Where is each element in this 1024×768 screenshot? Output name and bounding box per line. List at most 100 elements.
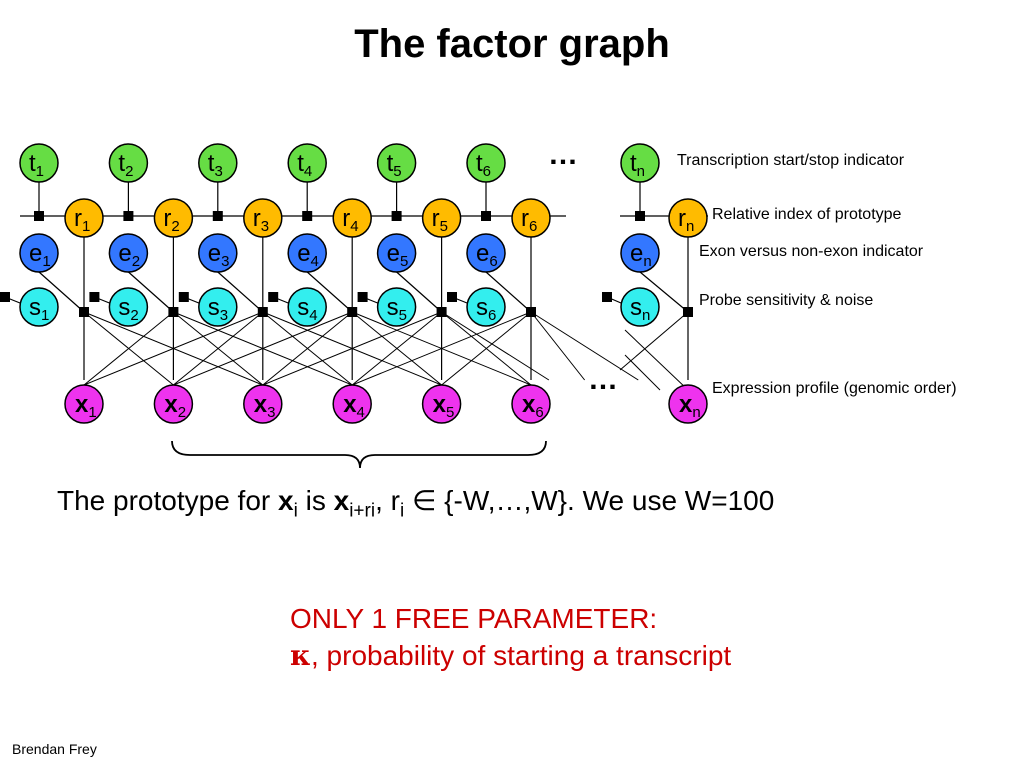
edge	[396, 271, 442, 313]
node-t-2: t2	[108, 143, 149, 183]
node-label: rn	[678, 205, 694, 235]
node-e-n: en	[620, 233, 660, 273]
node-label: s6	[476, 294, 496, 324]
edge	[217, 271, 264, 313]
edge	[83, 311, 174, 386]
node-label: x5	[433, 391, 455, 421]
node-t-6: t6	[466, 143, 506, 183]
node-e-1: e1	[19, 233, 59, 273]
node-e-6: e6	[466, 233, 506, 273]
node-label: s3	[208, 294, 228, 324]
edge	[262, 311, 353, 386]
node-t-3: t3	[198, 143, 238, 183]
brace	[171, 440, 547, 469]
noise-prior-factor	[89, 292, 100, 302]
node-label: r1	[74, 205, 90, 235]
node-s-6: s6	[466, 287, 506, 327]
transition-factor	[34, 211, 44, 221]
node-s-2: s2	[108, 287, 149, 327]
transition-factor	[123, 211, 134, 221]
edge	[485, 271, 532, 313]
edge	[173, 311, 353, 386]
node-x-3: x3	[243, 384, 283, 424]
edge	[38, 271, 85, 313]
node-x-2: x2	[153, 384, 194, 424]
observation-factor	[257, 307, 268, 317]
transition-factor	[212, 211, 223, 221]
node-label: r2	[163, 205, 179, 235]
node-x-1: x1	[64, 384, 104, 424]
node-label: tn	[630, 150, 645, 180]
node-label: r5	[432, 205, 448, 235]
node-label: x3	[254, 391, 276, 421]
label-s: Probe sensitivity & noise	[699, 292, 874, 309]
node-label: t3	[208, 150, 223, 180]
transition-factor	[302, 211, 313, 221]
edge	[351, 311, 442, 386]
nodes: t1 r1 e1 s1 x1 t2 r2 e2 s2 x2 t3 r3 e3 s3 x3 t4 r4 e4 s4 x4…	[19, 143, 708, 424]
label-x: Expression profile (genomic order)	[712, 380, 957, 397]
observation-factor	[436, 307, 447, 317]
observation-factor	[683, 307, 693, 317]
node-label: e5	[387, 240, 409, 270]
factors	[0, 211, 693, 317]
noise-prior-factor	[447, 292, 457, 302]
transition-factor	[481, 211, 491, 221]
node-s-3: s3	[198, 287, 238, 327]
node-t-1: t1	[19, 143, 59, 183]
node-label: e3	[208, 240, 230, 270]
node-label: r4	[342, 205, 358, 235]
observation-factor	[168, 307, 179, 317]
node-s-1: s1	[19, 287, 59, 327]
node-x-6: x6	[511, 384, 551, 424]
node-s-n: sn	[620, 287, 660, 327]
node-label: e2	[118, 240, 140, 270]
node-label: r3	[253, 205, 269, 235]
noise-prior-factor	[268, 292, 279, 302]
prototype-caption: The prototype for xi is xi+ri, ri ∈ {-W,…	[57, 485, 775, 522]
bottom-ellipsis: …	[588, 363, 619, 396]
edge	[619, 311, 689, 371]
edge	[530, 311, 639, 381]
transition-factor	[391, 211, 402, 221]
edge	[441, 311, 532, 386]
node-label: sn	[630, 294, 650, 324]
node-x-4: x4	[332, 384, 372, 424]
edge	[83, 311, 263, 386]
node-e-5: e5	[376, 233, 417, 273]
edge	[128, 271, 174, 313]
node-label: t4	[297, 150, 312, 180]
observation-factor	[347, 307, 358, 317]
top-ellipsis: …	[548, 138, 579, 171]
node-label: s2	[118, 294, 138, 324]
edge	[639, 271, 689, 313]
node-t-n: tn	[620, 143, 660, 183]
node-r-4: r4	[332, 198, 372, 238]
edge	[306, 271, 353, 313]
label-t: Transcription start/stop indicator	[677, 152, 905, 169]
noise-prior-factor	[357, 292, 368, 302]
noise-prior-factor	[602, 292, 612, 302]
node-r-3: r3	[243, 198, 283, 238]
edge	[352, 311, 532, 386]
node-label: xn	[679, 391, 701, 421]
node-r-n: rn	[668, 198, 708, 238]
node-label: t1	[29, 150, 44, 180]
node-s-5: s5	[376, 287, 417, 327]
observation-factor	[526, 307, 536, 317]
noise-prior-factor	[0, 292, 10, 302]
node-e-3: e3	[198, 233, 238, 273]
edge	[441, 311, 550, 381]
node-label: s1	[29, 294, 49, 324]
node-label: x2	[164, 391, 186, 421]
node-label: x6	[522, 391, 544, 421]
observation-factor	[79, 307, 89, 317]
node-label: x4	[343, 391, 365, 421]
free-parameter-note: ONLY 1 FREE PARAMETER: κ, probability of…	[290, 600, 731, 674]
node-r-6: r6	[511, 198, 551, 238]
node-r-5: r5	[421, 198, 462, 238]
node-label: e1	[29, 240, 51, 270]
node-s-4: s4	[287, 287, 327, 327]
node-e-4: e4	[287, 233, 327, 273]
